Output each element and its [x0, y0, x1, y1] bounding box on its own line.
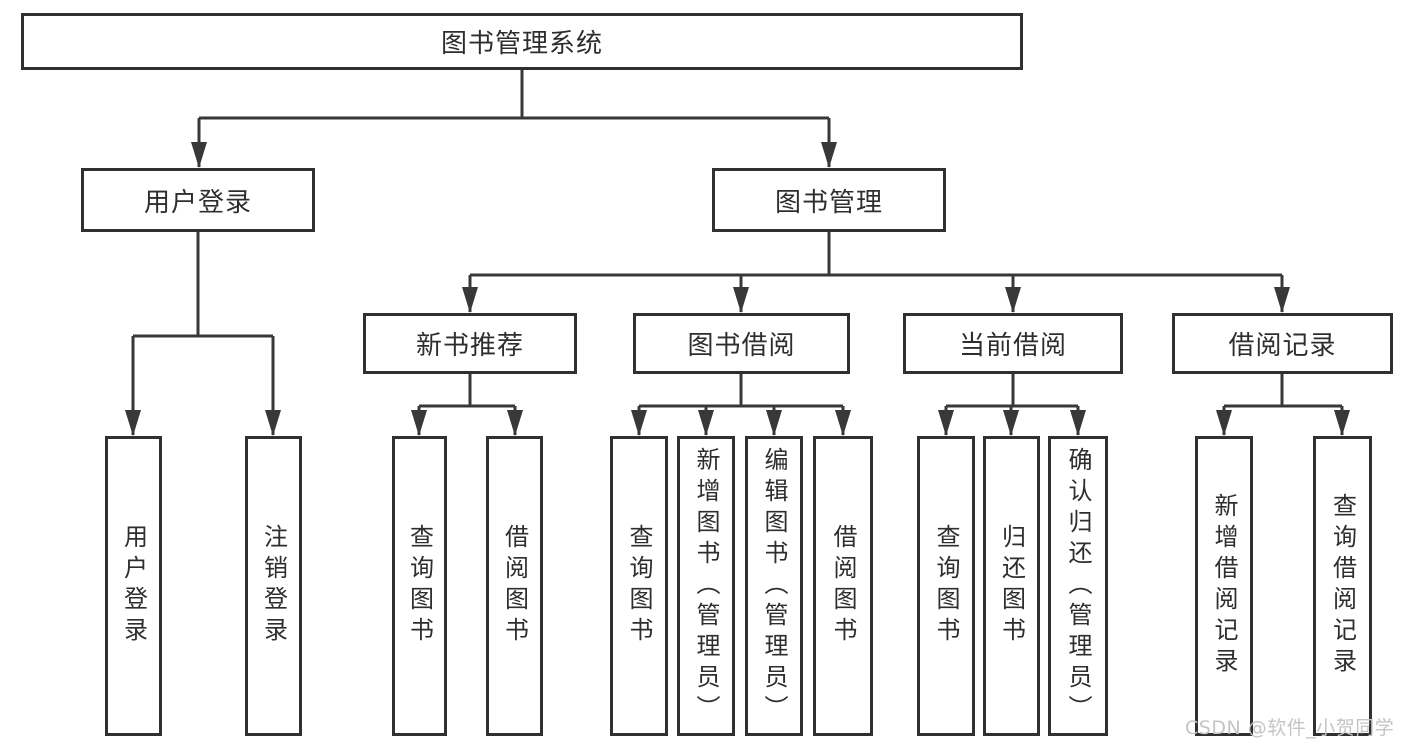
node-return-book-label: 归还图书 — [997, 524, 1026, 648]
node-search-borrow-record-label: 查询借阅记录 — [1328, 493, 1357, 679]
node-confirm-return-admin: 确认归还（管理员） — [1048, 436, 1108, 736]
node-edit-book-admin: 编辑图书（管理员） — [745, 436, 803, 736]
node-book-borrowing: 图书借阅 — [633, 313, 850, 374]
node-borrow-records: 借阅记录 — [1172, 313, 1393, 374]
node-search-books-current: 查询图书 — [917, 436, 975, 736]
node-borrow-books-recommend-label: 借阅图书 — [500, 524, 529, 648]
node-borrow-books-recommend: 借阅图书 — [486, 436, 543, 736]
node-book-borrowing-label: 图书借阅 — [687, 331, 796, 361]
node-borrow-books-borrowing: 借阅图书 — [813, 436, 873, 736]
node-search-borrow-record: 查询借阅记录 — [1313, 436, 1372, 736]
node-add-borrow-record: 新增借阅记录 — [1195, 436, 1253, 736]
node-search-books-current-label: 查询图书 — [932, 524, 960, 648]
node-user-login-leaf: 用户登录 — [105, 436, 162, 736]
node-book-management-label: 图书管理 — [774, 187, 883, 218]
node-search-books-recommend-label: 查询图书 — [405, 524, 434, 648]
node-new-book-recommend-label: 新书推荐 — [415, 331, 524, 361]
node-search-books-recommend: 查询图书 — [392, 436, 447, 736]
node-return-book: 归还图书 — [983, 436, 1040, 736]
node-add-book-admin-label: 新增图书（管理员） — [692, 446, 720, 726]
node-book-management: 图书管理 — [712, 168, 946, 232]
node-borrow-records-label: 借阅记录 — [1228, 331, 1337, 361]
node-search-books-borrowing: 查询图书 — [610, 436, 668, 736]
node-add-book-admin: 新增图书（管理员） — [677, 436, 735, 736]
node-new-book-recommend: 新书推荐 — [363, 313, 577, 374]
node-borrow-books-borrowing-label: 借阅图书 — [829, 524, 857, 648]
node-current-borrowing-label: 当前借阅 — [958, 331, 1067, 361]
node-search-books-borrowing-label: 查询图书 — [625, 524, 653, 648]
node-logout-label: 注销登录 — [259, 524, 288, 648]
node-add-borrow-record-label: 新增借阅记录 — [1210, 493, 1238, 679]
node-root: 图书管理系统 — [21, 13, 1023, 70]
node-current-borrowing: 当前借阅 — [903, 313, 1123, 374]
node-confirm-return-admin-label: 确认归还（管理员） — [1064, 446, 1092, 726]
node-user-login-label: 用户登录 — [143, 187, 252, 218]
node-edit-book-admin-label: 编辑图书（管理员） — [760, 446, 788, 726]
node-root-label: 图书管理系统 — [440, 29, 603, 59]
watermark: CSDN @软件_小贺同学 — [1185, 717, 1395, 739]
node-user-login: 用户登录 — [81, 168, 315, 232]
node-logout: 注销登录 — [245, 436, 302, 736]
node-user-login-leaf-label: 用户登录 — [119, 524, 148, 648]
